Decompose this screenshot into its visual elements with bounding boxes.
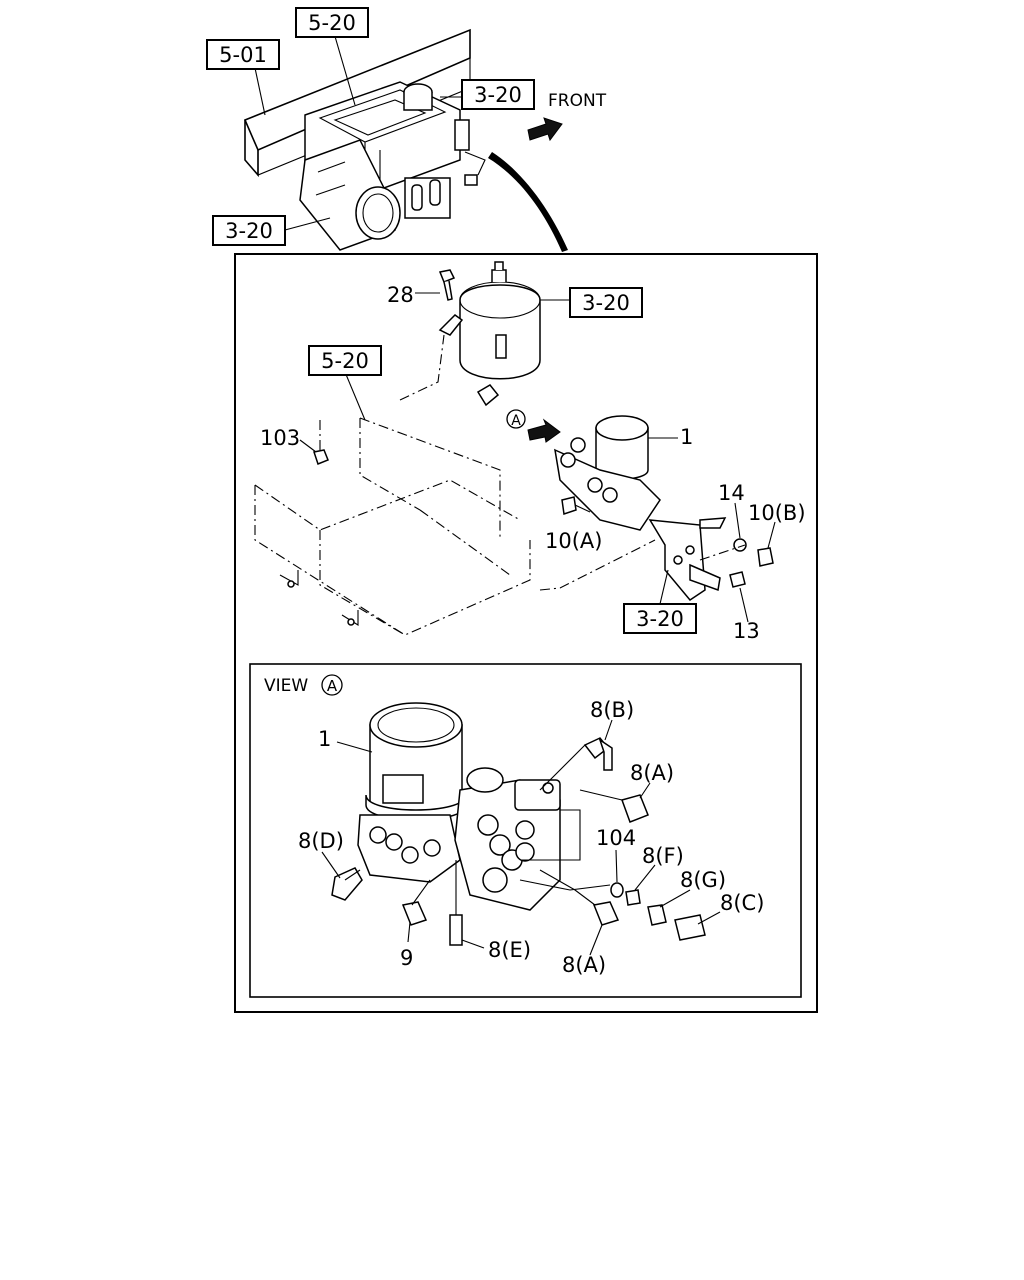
ref-box-5-20-top[interactable]: 5-20 <box>295 7 369 38</box>
callout-8a-lower: 8(A) <box>562 953 606 977</box>
ref-box-5-20-main[interactable]: 5-20 <box>308 345 382 376</box>
ref-box-5-01[interactable]: 5-01 <box>206 39 280 70</box>
callout-10a: 10(A) <box>545 529 602 553</box>
view-a-marker-title: A <box>321 674 343 696</box>
ref-box-3-20-top-left[interactable]: 3-20 <box>212 215 286 246</box>
view-a-marker-main-letter: A <box>511 413 521 429</box>
callout-10b: 10(B) <box>748 501 806 525</box>
ref-box-3-20-tank-label: 3-20 <box>582 291 630 315</box>
callout-8d: 8(D) <box>298 829 344 853</box>
callout-1-view: 1 <box>318 727 331 751</box>
ref-box-3-20-bracket-label: 3-20 <box>636 607 684 631</box>
ref-box-5-20-top-label: 5-20 <box>308 11 356 35</box>
view-a-frame <box>249 663 802 998</box>
callout-8g: 8(G) <box>680 868 726 892</box>
callout-103: 103 <box>260 426 300 450</box>
callout-8a-upper: 8(A) <box>630 761 674 785</box>
view-a-marker-title-letter: A <box>327 677 338 695</box>
callout-14: 14 <box>718 481 745 505</box>
ref-box-3-20-top-right-label: 3-20 <box>474 83 522 107</box>
ref-box-5-01-label: 5-01 <box>219 43 267 67</box>
main-illustration <box>254 261 776 636</box>
callout-104: 104 <box>596 826 636 850</box>
callout-8f: 8(F) <box>642 844 684 868</box>
callout-8e: 8(E) <box>488 938 531 962</box>
ref-box-3-20-tank[interactable]: 3-20 <box>569 287 643 318</box>
view-a-illustration <box>321 702 721 956</box>
view-title: VIEW <box>264 676 308 696</box>
overview-illustration <box>243 28 568 252</box>
ref-box-3-20-top-right[interactable]: 3-20 <box>461 79 535 110</box>
front-label: FRONT <box>548 91 607 111</box>
ref-box-3-20-top-left-label: 3-20 <box>225 219 273 243</box>
detail-frame <box>234 253 818 1013</box>
ref-box-3-20-bracket[interactable]: 3-20 <box>623 603 697 634</box>
callout-8c: 8(C) <box>720 891 764 915</box>
view-a-marker-main: A <box>506 409 526 429</box>
ref-box-5-20-main-label: 5-20 <box>321 349 369 373</box>
callout-13: 13 <box>733 619 760 643</box>
callout-28: 28 <box>387 283 414 307</box>
callout-1-main: 1 <box>680 425 693 449</box>
callout-9: 9 <box>400 946 413 970</box>
callout-8b: 8(B) <box>590 698 634 722</box>
